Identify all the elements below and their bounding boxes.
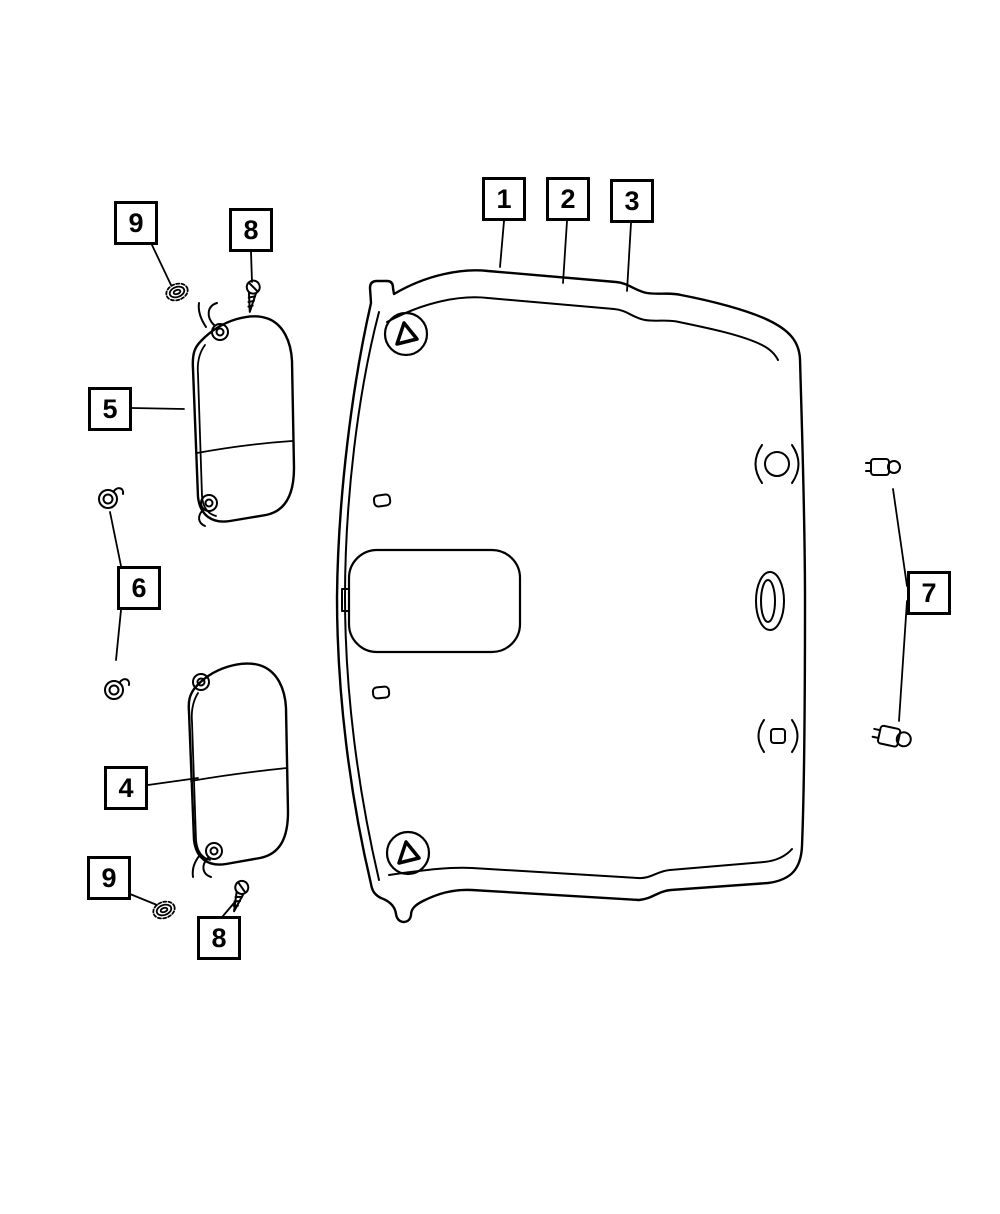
reading-lamp-bezel-rear-icon — [757, 719, 799, 753]
callout-4[interactable]: 4 — [104, 766, 148, 810]
headliner-panel — [335, 269, 807, 924]
screw-upper-icon — [245, 279, 261, 313]
star-grommet-upper-icon — [165, 282, 189, 302]
callout-6[interactable]: 6 — [117, 566, 161, 610]
callout-2[interactable]: 2 — [546, 177, 590, 221]
leader-lines — [109, 220, 908, 917]
callout-7[interactable]: 7 — [907, 571, 951, 615]
lamp-socket-upper-icon — [865, 458, 901, 476]
coat-hook-front-icon — [383, 311, 429, 357]
callout-8-bottom[interactable]: 8 — [197, 916, 241, 960]
dome-lamp-opening — [341, 548, 522, 654]
handle-opening-icon — [755, 571, 785, 631]
callout-3[interactable]: 3 — [610, 179, 654, 223]
callout-1[interactable]: 1 — [482, 177, 526, 221]
visor-hook-end-icon — [198, 494, 218, 527]
sun-visor-upper — [191, 302, 296, 527]
visor-clip-lower-icon — [104, 678, 131, 700]
clip-hole-front — [372, 493, 392, 508]
lamp-socket-lower-icon — [871, 724, 912, 748]
screw-lower-icon — [232, 879, 250, 913]
coat-hook-rear-icon — [385, 830, 431, 876]
callout-9-top[interactable]: 9 — [114, 201, 158, 245]
callout-8-top[interactable]: 8 — [229, 208, 273, 252]
visor-clip-upper-icon — [98, 487, 125, 509]
visor-pivot-rod-icon — [191, 842, 223, 878]
star-grommet-lower-icon — [152, 900, 176, 920]
sun-visor-lower — [187, 662, 290, 878]
visor-pivot-rod-icon — [197, 302, 229, 341]
callout-5[interactable]: 5 — [88, 387, 132, 431]
clip-hole-rear — [371, 685, 391, 700]
reading-lamp-bezel-front-icon — [754, 444, 800, 484]
visor-hook-end-icon — [192, 673, 210, 691]
callout-9-bottom[interactable]: 9 — [87, 856, 131, 900]
